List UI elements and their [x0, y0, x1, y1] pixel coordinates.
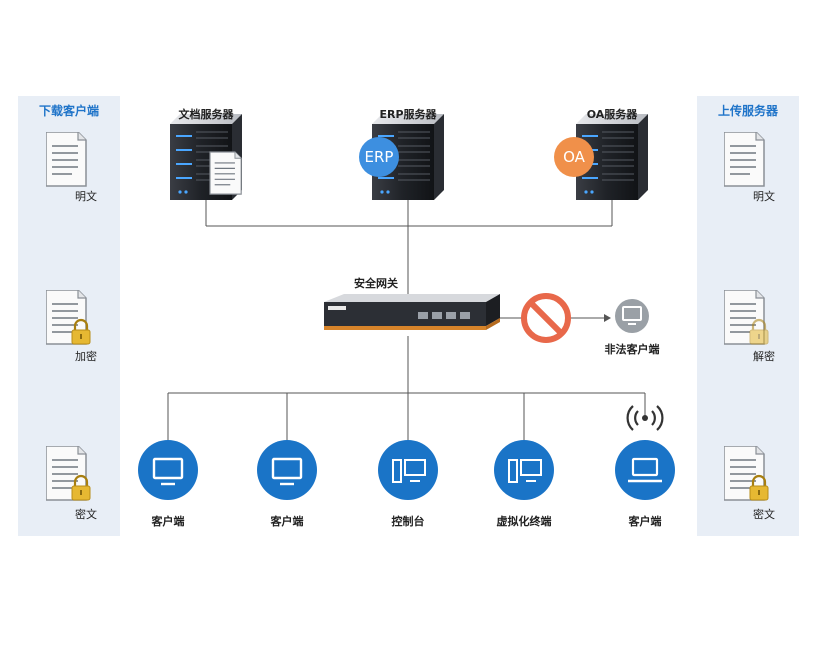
client-label: 虚拟化终端 [496, 515, 552, 528]
illegal-client-label: 非法客户端 [604, 343, 660, 356]
erp-badge-icon [359, 137, 399, 177]
illegal-client-icon [615, 299, 649, 333]
step-label: 密文 [753, 508, 775, 521]
prohibit-icon [521, 293, 571, 343]
gateway-label: 安全网关 [354, 277, 398, 290]
console-desktop-pc-icon [378, 440, 438, 500]
client-label: 客户端 [151, 515, 185, 528]
server-label: 文档服务器 [178, 108, 234, 121]
erp-badge-text: ERP [364, 148, 394, 166]
server-label: OA服务器 [586, 108, 638, 121]
step-label: 解密 [753, 350, 775, 363]
encrypt-doc-icon [46, 290, 92, 346]
client-2-monitor-icon [257, 440, 317, 500]
gateway-device-icon [324, 294, 500, 330]
client-1-monitor-icon [138, 440, 198, 500]
step-label: 明文 [753, 190, 775, 203]
ciphertext-doc-icon [46, 446, 92, 502]
virtual-terminal-desktop-pc-icon [494, 440, 554, 500]
wireless-signal-icon [626, 405, 664, 431]
client-laptop-icon [615, 440, 675, 500]
ciphertext-doc-icon [724, 446, 770, 502]
plaintext-doc-icon [46, 132, 87, 187]
panel-title: 下载客户端 [38, 104, 99, 118]
oa-badge-text: OA [563, 148, 585, 166]
server-label: ERP服务器 [379, 108, 437, 121]
server-doc-icon [209, 151, 242, 195]
decrypt-doc-icon [724, 290, 770, 346]
oa-badge-icon [554, 137, 594, 177]
step-label: 密文 [75, 508, 97, 521]
plaintext-doc-icon [724, 132, 765, 187]
step-label: 加密 [75, 350, 97, 363]
client-label: 客户端 [270, 515, 304, 528]
client-label: 客户端 [628, 515, 662, 528]
step-label: 明文 [75, 190, 97, 203]
client-label: 控制台 [391, 515, 425, 528]
panel-title: 上传服务器 [717, 104, 778, 118]
